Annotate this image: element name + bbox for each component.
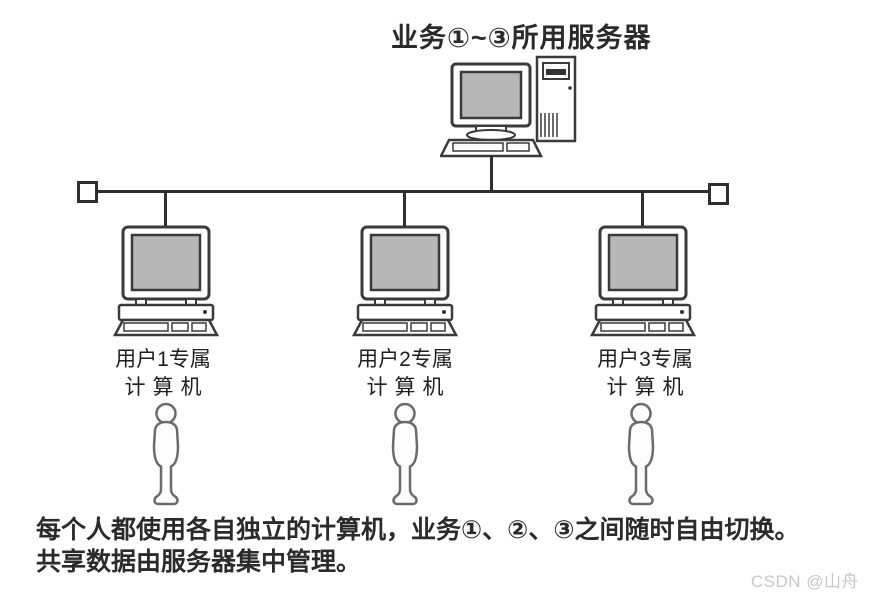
caption-line2: 共享数据由服务器集中管理。: [36, 548, 362, 576]
server-power-button: [568, 86, 572, 90]
server-keyboard-keys: [452, 142, 504, 152]
client-computer-icon-1: [112, 225, 220, 337]
server-drop-line: [490, 156, 493, 192]
client1-label-line1: 用户1专属: [115, 348, 211, 371]
client2-drop-line: [403, 190, 406, 227]
server-keyboard-numpad: [506, 142, 530, 152]
server-title-label: 业务①~③所用服务器: [391, 23, 652, 53]
csdn-watermark: CSDN @山舟: [750, 572, 859, 591]
server-drive-slot: [546, 69, 566, 75]
caption: 每个人都使用各自独立的计算机，业务①、②、③之间随时自由切换。 共享数据由服务器…: [36, 514, 800, 578]
client2-label: 用户2专属 计算机: [325, 346, 485, 402]
caption-line1: 每个人都使用各自独立的计算机，业务①、②、③之间随时自由切换。: [36, 516, 800, 544]
client2-label-line2: 计算机: [366, 376, 451, 399]
client-computer-icon-3: [589, 225, 697, 337]
server-keyboard: [440, 138, 544, 158]
client1-label-line2: 计算机: [124, 376, 209, 399]
server-computer-icon: [440, 55, 577, 158]
person-icon-2: [391, 402, 419, 506]
bus-terminator-left: [77, 181, 98, 203]
server-monitor-base: [466, 129, 516, 141]
client3-label-line1: 用户3专属: [597, 348, 693, 371]
person-icon-3: [627, 402, 655, 506]
client3-label: 用户3专属 计算机: [565, 346, 725, 402]
client3-drop-line: [641, 190, 644, 227]
client1-label: 用户1专属 计算机: [83, 346, 243, 402]
client-computer-icon-2: [351, 225, 459, 337]
bus-terminator-right: [708, 183, 729, 205]
client2-label-line1: 用户2专属: [357, 348, 453, 371]
server-vents: [540, 113, 558, 137]
server-monitor-screen: [459, 70, 523, 120]
client3-label-line2: 计算机: [606, 376, 691, 399]
person-icon-1: [152, 402, 180, 506]
client1-drop-line: [164, 190, 167, 227]
